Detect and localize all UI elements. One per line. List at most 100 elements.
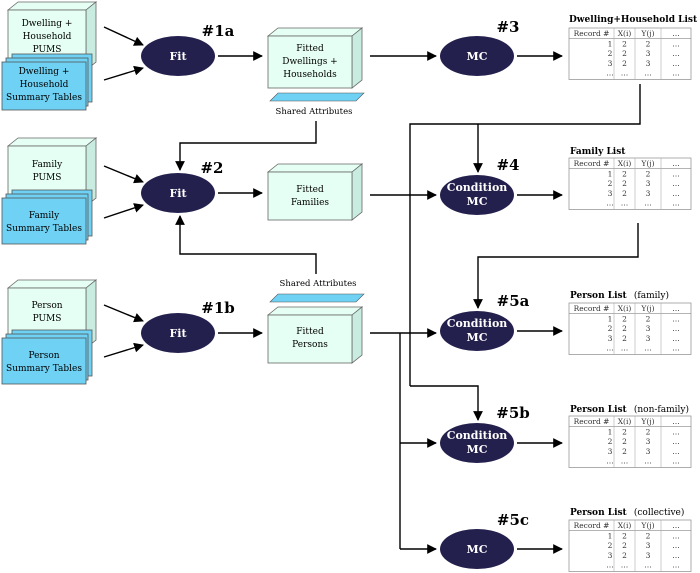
dwelling-household-table-cell: … — [606, 69, 614, 78]
person-collective-table-cell: 3 — [646, 551, 651, 560]
arrow-family-pums-to-fit — [103, 165, 144, 184]
family-table-cell: … — [606, 199, 614, 208]
person-family-table-cell: 1 — [608, 314, 613, 323]
step-label-4: #4 — [496, 156, 519, 174]
dwelling-household-table-cell: 2 — [622, 39, 627, 48]
dwelling-household-table-header-cell: X(i) — [618, 29, 632, 38]
fit-node-1a: Fit — [141, 36, 215, 76]
person-collective-table-cell: 1 — [608, 531, 613, 540]
person-nonfamily-table-cell: … — [672, 437, 680, 446]
family-table-cell: 2 — [646, 169, 651, 178]
shared-attributes-bottom-label: Shared Attributes — [280, 279, 357, 289]
person-nonfamily-table-cell: … — [644, 457, 652, 466]
person-family-table-frame — [568, 302, 692, 355]
family-list-title: Family List — [570, 147, 626, 157]
family-summary-line1: Family — [29, 211, 60, 221]
family-table-cell: 2 — [622, 179, 627, 188]
person-family-table-cell: … — [644, 344, 652, 353]
person-family-table-cell: … — [606, 344, 614, 353]
arrow-dwelling-summary-to-fit — [103, 65, 144, 81]
person-collective-table-cell: 3 — [608, 551, 613, 560]
fitted-persons-box: Fitted Persons — [266, 306, 364, 364]
dwelling-household-list-title: Dwelling+Household List — [569, 15, 698, 25]
person-list-nonfamily-title: Person List (non-family) — [570, 404, 689, 415]
person-list-collective-title-main: Person List — [570, 508, 628, 518]
family-table-cell: 3 — [646, 179, 651, 188]
fitted-dwellings-households-box: Fitted Dwellings + Households — [266, 27, 364, 89]
fitted-persons-line1: Fitted — [296, 327, 324, 337]
person-nonfamily-table-header-cell: Y(j) — [640, 417, 654, 426]
person-collective-table-frame — [568, 519, 692, 572]
person-family-table-header-cell: Record # — [574, 304, 610, 313]
dwelling-household-table-cell: 2 — [622, 59, 627, 68]
family-table-cell: 3 — [608, 189, 613, 198]
person-pums-line1: Person — [31, 301, 62, 311]
person-collective-table-cell: … — [606, 561, 614, 570]
person-family-table-cell: … — [672, 334, 680, 343]
fit-node-1b: Fit — [141, 313, 215, 353]
family-table-cell: … — [672, 169, 680, 178]
person-list-nonfamily-title-sub: (non-family) — [634, 404, 689, 415]
line-dwelling-list-feedback — [409, 84, 641, 386]
arrow-person-summary-to-fit — [103, 342, 144, 358]
person-family-table-cell: 3 — [608, 334, 613, 343]
person-family-table-header-cell: … — [672, 304, 680, 313]
fit-node-1b-label: Fit — [169, 327, 187, 340]
person-family-table-cell: … — [621, 344, 629, 353]
step-label-5b: #5b — [496, 404, 530, 422]
dwelling-household-table-cell: … — [672, 49, 680, 58]
dwelling-household-table-cell: 3 — [608, 59, 613, 68]
person-nonfamily-table-cell: … — [606, 457, 614, 466]
step-label-1b: #1b — [201, 299, 235, 317]
condition-mc-node-4-line1: Condition — [447, 181, 508, 194]
fitted-dwellings-line3: Households — [283, 70, 337, 80]
person-nonfamily-table-frame — [568, 415, 692, 468]
person-nonfamily-table-cell: … — [672, 447, 680, 456]
shared-attributes-top: Shared Attributes — [269, 92, 365, 117]
family-table-frame — [568, 157, 692, 210]
family-pums-line1: Family — [32, 160, 63, 170]
dwelling-household-table-cell: … — [672, 69, 680, 78]
person-nonfamily-table-cell: 2 — [646, 427, 651, 436]
family-table-cell: … — [672, 199, 680, 208]
dwelling-summary-line1: Dwelling + — [19, 67, 70, 77]
dwelling-household-table-header-cell: Y(j) — [640, 29, 654, 38]
person-list-nonfamily-title-main: Person List — [570, 405, 628, 415]
step-label-2: #2 — [200, 159, 223, 177]
person-list-family-title-sub: (family) — [634, 290, 669, 301]
fitted-families-line2: Families — [291, 198, 329, 208]
family-table-cell: 1 — [608, 169, 613, 178]
arrow-shared-bottom-to-fit2 — [175, 215, 317, 274]
person-summary-line2: Summary Tables — [6, 364, 82, 374]
dwelling-household-table-frame — [568, 27, 692, 80]
dwelling-household-table-cell: … — [644, 69, 652, 78]
family-table-cell: … — [644, 199, 652, 208]
person-collective-table-header-cell: Y(j) — [640, 521, 654, 530]
person-nonfamily-table-cell: 2 — [622, 447, 627, 456]
dwelling-household-table-cell: 3 — [646, 59, 651, 68]
dwelling-pums-line1: Dwelling + — [22, 19, 73, 29]
dwelling-household-table-cell: 1 — [608, 39, 613, 48]
step-label-5a: #5a — [497, 292, 530, 310]
fit-node-1a-label: Fit — [169, 50, 187, 63]
mc-node-3-label: MC — [467, 50, 488, 63]
fitted-dwellings-line2: Dwellings + — [282, 57, 337, 67]
step-label-5c: #5c — [497, 511, 529, 529]
family-table-cell: 2 — [622, 169, 627, 178]
family-table-cell: … — [621, 199, 629, 208]
fitted-dwellings-line1: Fitted — [296, 44, 324, 54]
condition-mc-node-5b-line2: MC — [467, 443, 488, 456]
person-collective-table-cell: … — [644, 561, 652, 570]
shared-attributes-bottom: Shared Attributes — [269, 279, 365, 303]
dwelling-summary-tables-box: Dwelling + Household Summary Tables — [1, 53, 93, 111]
person-collective-table-cell: 2 — [608, 541, 613, 550]
condition-mc-node-5b: Condition MC — [440, 423, 514, 463]
person-nonfamily-table-header-cell: … — [672, 417, 680, 426]
arrow-family-list-to-cmc5a — [473, 223, 639, 309]
person-family-table-cell: 2 — [646, 314, 651, 323]
person-nonfamily-table-cell: 3 — [646, 447, 651, 456]
arrow-family-summary-to-fit — [103, 203, 144, 219]
